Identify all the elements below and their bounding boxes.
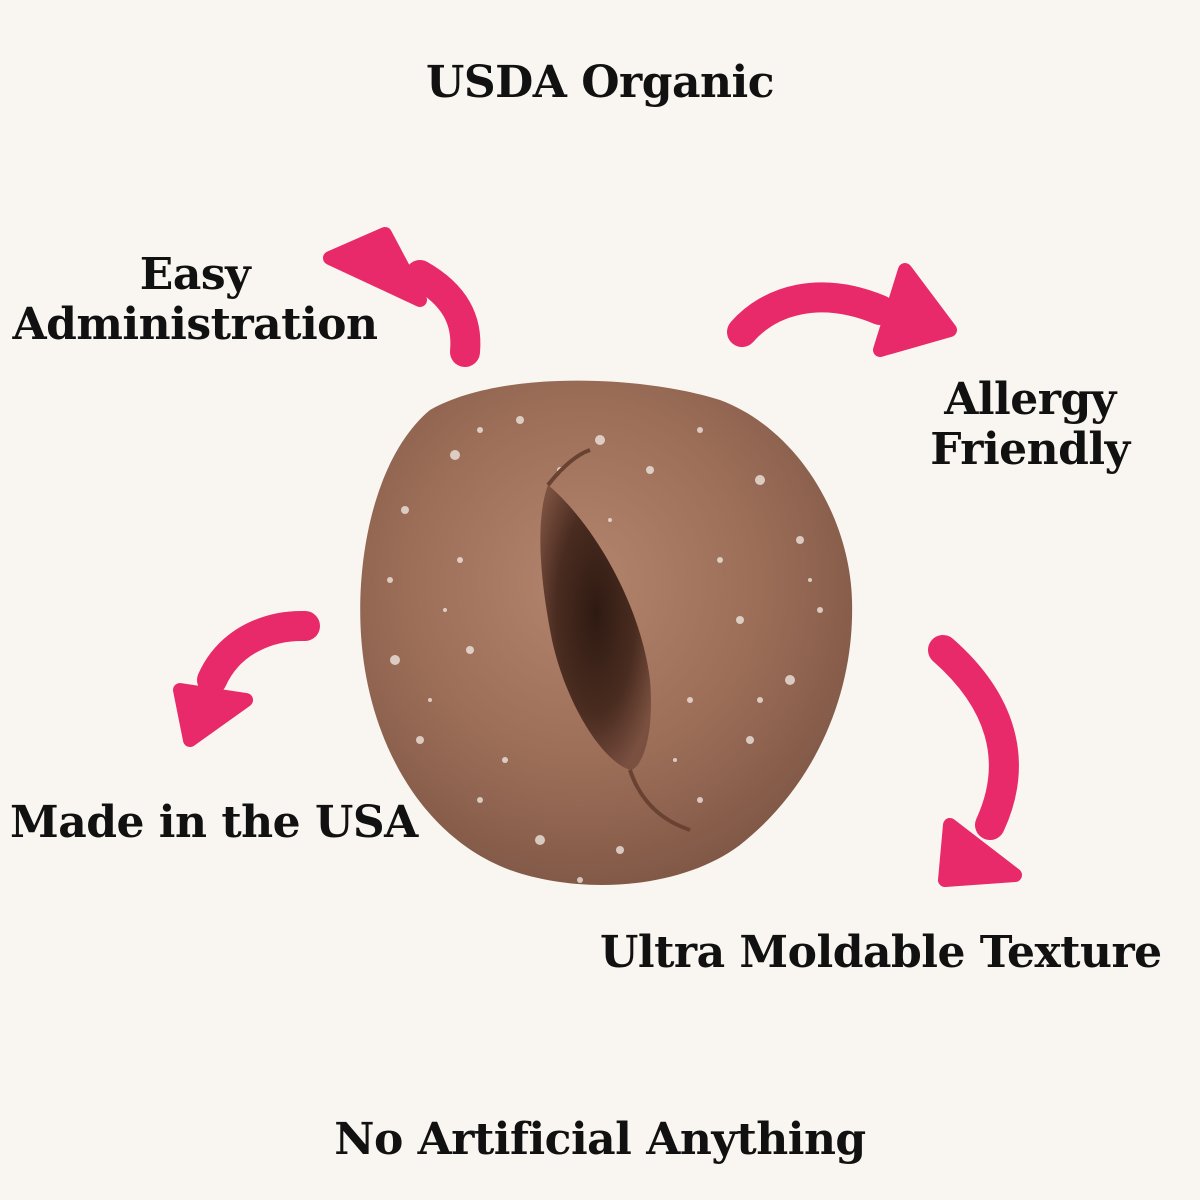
curved-arrow-icon (173, 610, 320, 747)
feature-no-artificial-label: No Artificial Anything (334, 1114, 866, 1165)
pocket-opening (540, 485, 651, 770)
feature-moldable-label: Ultra Moldable Texture (600, 927, 1162, 978)
feature-easy-administration: Easy Administration (10, 250, 380, 350)
treat-speckles (387, 416, 823, 883)
feature-allergy-friendly: Allergy Friendly (880, 375, 1180, 475)
feature-allergy-line2: Friendly (930, 424, 1130, 475)
pocket-crack-bottom (628, 769, 691, 832)
feature-usda-organic: USDA Organic (350, 58, 850, 108)
curved-arrow-icon (323, 227, 481, 367)
feature-ultra-moldable: Ultra Moldable Texture (600, 927, 1162, 978)
treat-image (360, 380, 853, 885)
curved-arrow-icon (727, 263, 957, 357)
pocket-crack (546, 448, 591, 487)
feature-allergy-line1: Allergy (944, 374, 1116, 425)
feature-no-artificial: No Artificial Anything (300, 1115, 900, 1165)
feature-made-in-usa: Made in the USA (10, 797, 418, 848)
feature-usda-label: USDA Organic (425, 57, 775, 108)
feature-easy-line2: Administration (12, 299, 378, 350)
curved-arrow-icon (928, 635, 1022, 887)
feature-easy-line1: Easy (139, 249, 251, 300)
feature-usa-label: Made in the USA (10, 797, 418, 848)
